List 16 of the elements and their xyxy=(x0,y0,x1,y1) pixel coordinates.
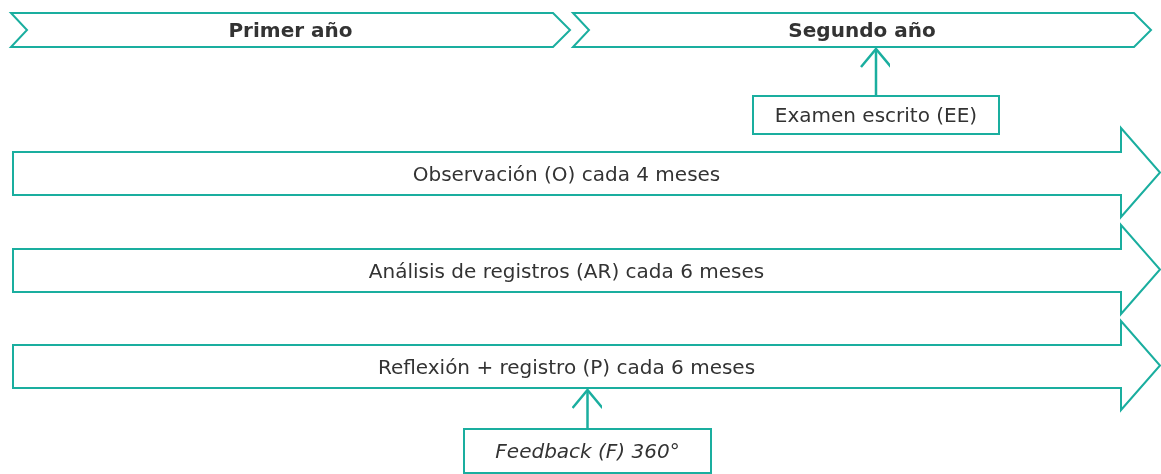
band-label: Análisis de registros (AR) cada 6 meses xyxy=(368,258,765,283)
arrow-band xyxy=(12,224,1161,315)
arrow xyxy=(859,47,893,95)
box-label: Examen escrito (EE) xyxy=(774,103,978,127)
box-label: Feedback (F) 360° xyxy=(495,439,680,463)
arrow xyxy=(571,388,604,428)
band-label: Reflexión + registro (P) cada 6 meses xyxy=(377,354,756,379)
band-label: Segundo año xyxy=(788,18,936,42)
text-box xyxy=(463,428,712,474)
arrow-band xyxy=(12,127,1161,218)
chevron-band xyxy=(10,12,571,48)
arrow-band xyxy=(12,320,1161,411)
band-label: Observación (O) cada 4 meses xyxy=(412,161,721,186)
band-label: Primer año xyxy=(228,18,353,42)
text-box xyxy=(752,95,1000,135)
chevron-band xyxy=(572,12,1152,48)
